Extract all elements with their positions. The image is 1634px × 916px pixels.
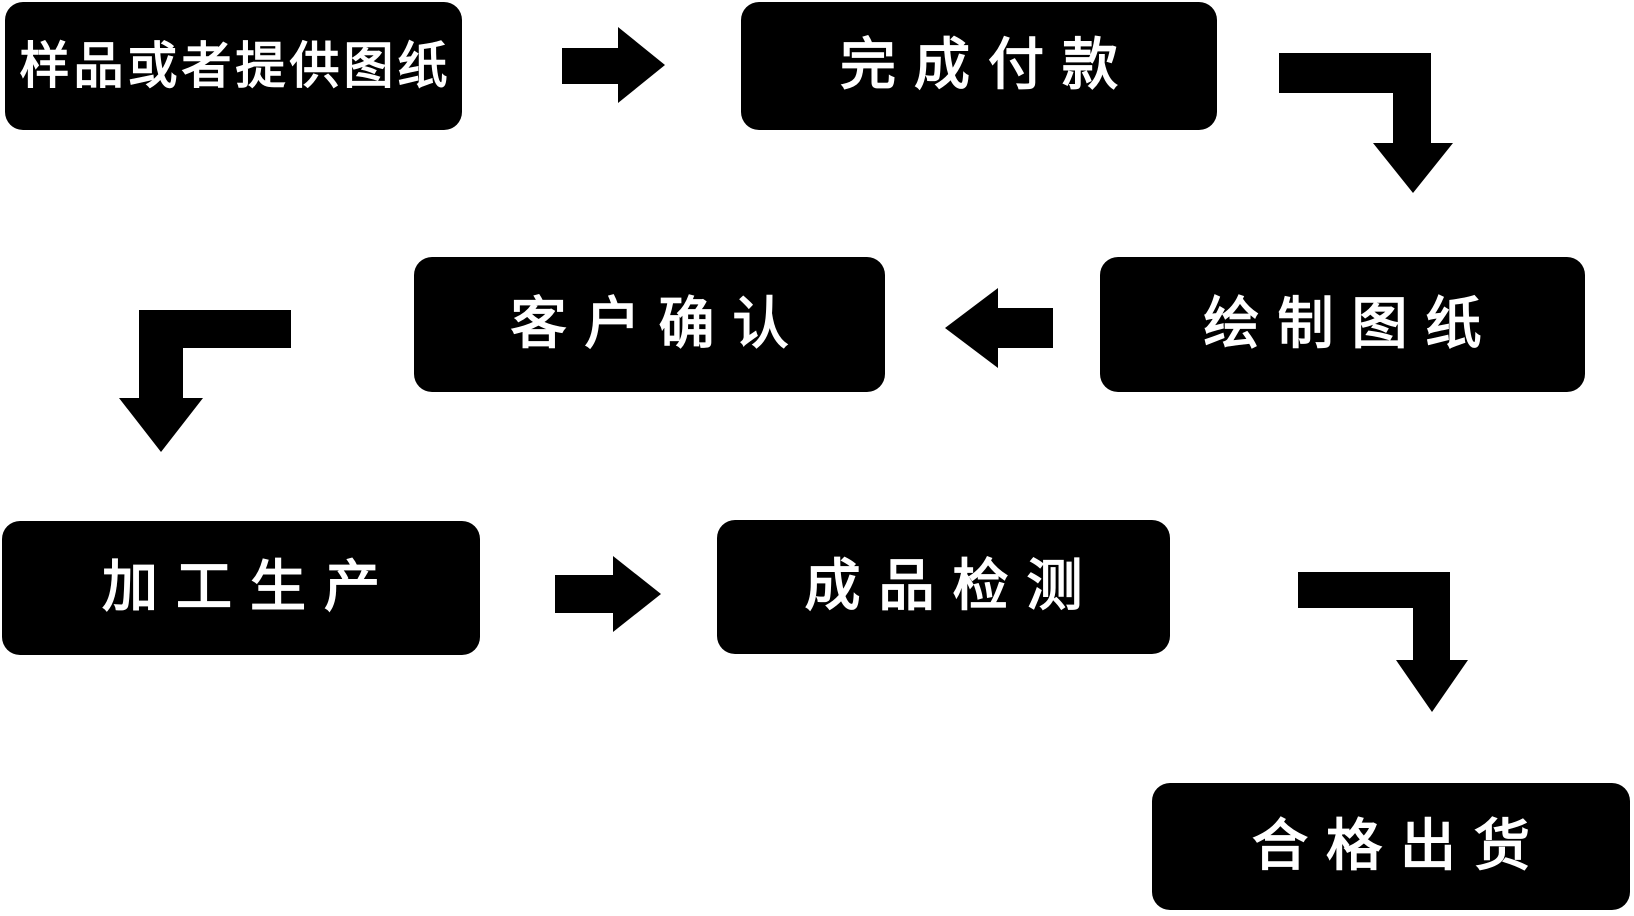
flow-node-label: 样品或者提供图纸 (19, 37, 452, 95)
flow-node-label: 合格出货 (1252, 813, 1548, 879)
arrow-step4-to-step5-icon (119, 310, 291, 452)
flow-node-complete-payment: 完成付款 (741, 2, 1217, 130)
arrow-step3-to-step4-icon (945, 288, 1053, 368)
flow-node-product-inspection: 成品检测 (717, 520, 1170, 654)
flow-node-customer-confirm: 客户确认 (414, 257, 885, 392)
arrow-step6-to-step7-icon (1298, 572, 1468, 712)
arrow-step1-to-step2-icon (562, 27, 665, 103)
flow-node-label: 客户确认 (510, 291, 807, 357)
arrow-step2-to-step3-icon (1279, 53, 1453, 193)
flow-node-label: 加工生产 (102, 555, 398, 620)
arrow-step5-to-step6-icon (555, 556, 661, 632)
flow-node-label: 绘制图纸 (1203, 291, 1500, 357)
flow-node-processing-production: 加工生产 (2, 521, 480, 655)
flow-node-sample-or-drawing: 样品或者提供图纸 (5, 2, 462, 130)
flow-node-label: 成品检测 (804, 554, 1101, 619)
flow-node-label: 完成付款 (840, 33, 1136, 98)
flow-node-draw-drawings: 绘制图纸 (1100, 257, 1585, 392)
flow-node-qualified-shipment: 合格出货 (1152, 783, 1630, 910)
